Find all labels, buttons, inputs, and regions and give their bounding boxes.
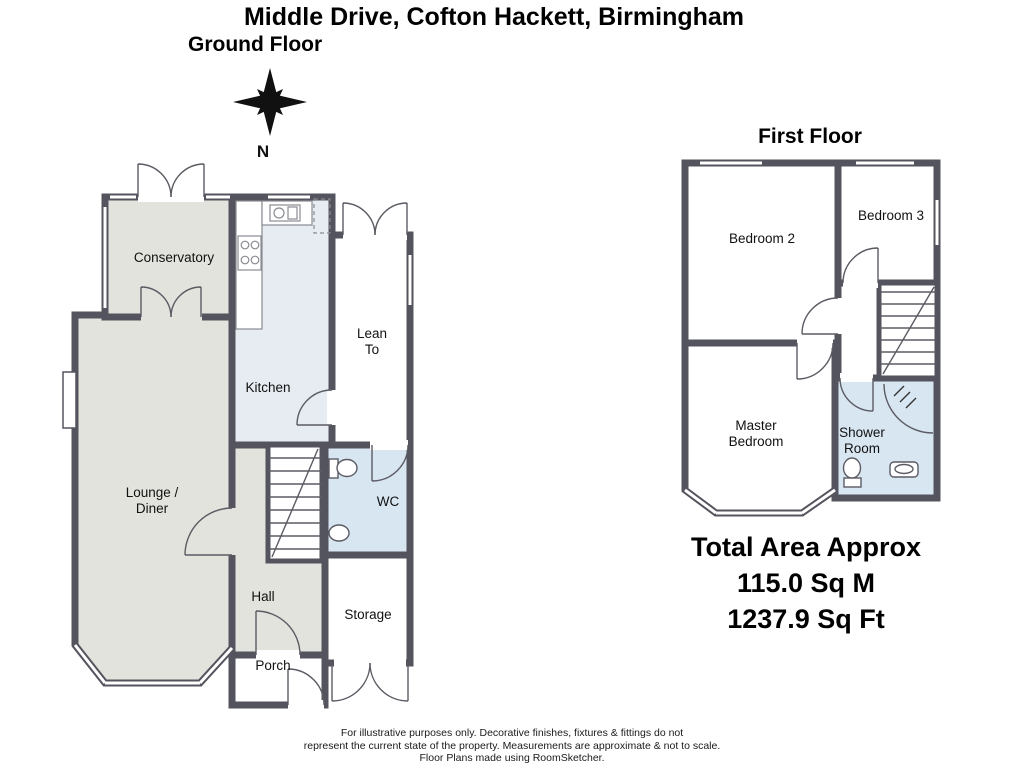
door-arc: [796, 342, 834, 380]
compass-star-diagonal: [257, 89, 283, 115]
stove-icon: [237, 235, 262, 271]
first-floor-label: First Floor: [758, 125, 862, 148]
toilet-bowl-icon: [842, 457, 862, 479]
ground-floor-label: Ground Floor: [188, 33, 323, 56]
door-arcs-first: [796, 247, 879, 412]
disclaimer: For illustrative purposes only. Decorati…: [0, 727, 1024, 765]
shower-spray-icon: [893, 385, 917, 409]
door-arc: [170, 286, 202, 318]
door-arc: [342, 202, 376, 236]
door-arc: [287, 668, 325, 706]
room-lean-to: [328, 231, 414, 449]
total-area-title: Total Area Approx: [690, 532, 922, 562]
burner-icon: [240, 255, 250, 265]
ground-floor-plan: N Conservatory Kitchen Lean To Lounge / …: [62, 68, 414, 710]
label-bedroom3: Bedroom 3: [858, 208, 924, 223]
door-arc: [369, 662, 409, 702]
label-hall: Hall: [251, 589, 274, 604]
door-arc: [184, 507, 233, 556]
door-arc: [371, 444, 409, 482]
door-arc: [170, 163, 205, 198]
label-wc: WC: [377, 494, 400, 509]
toilet-bowl-icon: [336, 458, 358, 478]
room-bedroom3: [834, 159, 941, 287]
overhead-dashed-unit: [313, 198, 331, 234]
burner-icon: [250, 240, 260, 250]
wc-fixtures: [328, 458, 358, 542]
door-arcs-ground: [137, 163, 409, 706]
toilet-tank-icon: [843, 477, 862, 488]
disclaimer-line: represent the current state of the prope…: [303, 739, 721, 752]
stair-treads-first: [879, 286, 937, 375]
label-master-bedroom: Bedroom: [729, 434, 784, 449]
label-storage: Storage: [344, 607, 391, 622]
total-area-sqm: 115.0 Sq M: [736, 568, 876, 598]
stair-treads-ground: [268, 448, 322, 558]
door-arc: [842, 247, 879, 284]
shower-room-fixtures: [842, 383, 934, 488]
label-porch: Porch: [255, 658, 290, 673]
label-lean-to: Lean: [357, 326, 387, 341]
sink-basin-icon: [894, 463, 914, 475]
disclaimer-line: For illustrative purposes only. Decorati…: [340, 727, 684, 739]
compass-rose: N: [233, 68, 307, 161]
door-arc: [331, 662, 371, 702]
basin-icon: [328, 524, 350, 542]
door-arc: [296, 389, 333, 426]
label-lounge-diner: Lounge /: [126, 485, 179, 500]
wall-openings-first: [797, 278, 878, 382]
door-arc: [374, 202, 408, 236]
disclaimer-line: Floor Plans made using RoomSketcher.: [419, 752, 605, 764]
label-master-bedroom: Master: [735, 418, 777, 433]
label-kitchen: Kitchen: [245, 380, 290, 395]
burner-icon: [240, 240, 250, 250]
room-bedroom2: [681, 159, 842, 347]
door-arc: [839, 377, 874, 412]
total-area-sqft: 1237.9 Sq Ft: [727, 604, 885, 634]
page-title: Middle Drive, Cofton Hackett, Birmingham: [243, 3, 745, 31]
north-label: N: [257, 142, 269, 161]
label-lean-to: To: [365, 342, 379, 357]
door-arc: [255, 610, 301, 656]
first-floor-plan: Bedroom 2 Bedroom 3 Master Bedroom Showe…: [681, 159, 941, 517]
label-conservatory: Conservatory: [134, 250, 215, 265]
room-labels-ground: Conservatory Kitchen Lean To Lounge / Di…: [126, 250, 400, 673]
door-arc: [801, 297, 839, 335]
door-arc: [137, 163, 172, 198]
label-lounge-diner: Diner: [136, 501, 169, 516]
shower-enclosure-icon: [883, 383, 934, 434]
bay-window-box: [62, 371, 77, 429]
label-shower-room: Shower: [839, 425, 885, 440]
room-labels-first: Bedroom 2 Bedroom 3 Master Bedroom Showe…: [729, 208, 924, 456]
sink-drainer-icon: [287, 206, 298, 220]
label-bedroom2: Bedroom 2: [729, 231, 795, 246]
windows-first: [684, 161, 939, 515]
door-arc: [140, 286, 172, 318]
label-shower-room: Room: [844, 441, 880, 456]
kitchen-fixtures: [235, 198, 331, 330]
burner-icon: [250, 255, 260, 265]
total-area-summary: Total Area Approx 115.0 Sq M 1237.9 Sq F…: [650, 529, 962, 637]
sink-basin-icon: [273, 207, 285, 219]
